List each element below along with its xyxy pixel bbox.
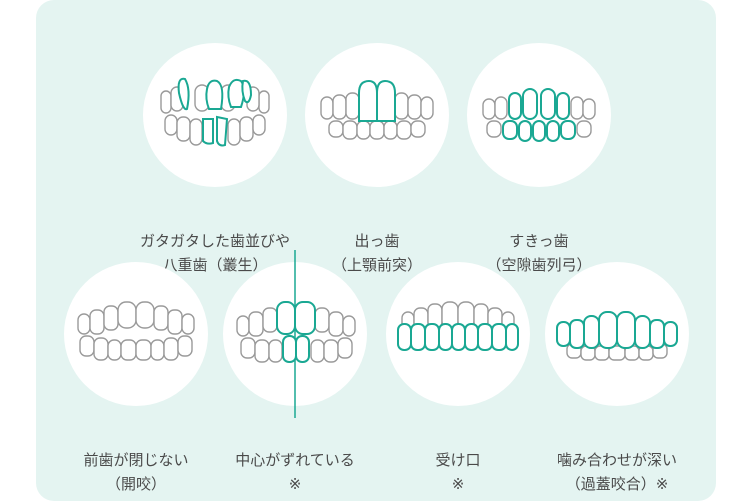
card-label: 噛み合わせが深い （過蓋咬合）※ xyxy=(557,448,677,496)
card-label: すきっ歯 （空隙歯列弓） xyxy=(486,229,591,277)
card-label: 受け口 ※ xyxy=(435,448,480,496)
label-line2: 八重歯（叢生） xyxy=(162,256,268,274)
label-line2: （空隙歯列弓） xyxy=(486,256,592,274)
card-open-bite: 前歯が閉じない （開咬） xyxy=(63,262,209,496)
label-line1: 受け口 xyxy=(435,451,481,469)
crowded-teeth-icon xyxy=(160,77,270,147)
deep-bite-icon xyxy=(556,311,678,361)
midline-shift-icon xyxy=(236,250,356,418)
label-line1: すきっ歯 xyxy=(509,232,569,250)
card-label: ガタガタした歯並びや 八重歯（叢生） xyxy=(140,229,290,277)
card-spacing: すきっ歯 （空隙歯列弓） xyxy=(466,43,612,277)
label-line1: 噛み合わせが深い xyxy=(556,451,677,469)
gap-teeth-icon xyxy=(482,88,596,142)
open-bite-icon xyxy=(77,301,195,361)
card-label: 出っ歯 （上顎前突） xyxy=(332,229,422,277)
illustration-circle xyxy=(143,43,287,187)
underbite-icon xyxy=(397,301,519,351)
card-deep-bite: 噛み合わせが深い （過蓋咬合）※ xyxy=(544,262,690,496)
label-line1: 出っ歯 xyxy=(354,232,400,250)
label-line1: 前歯が閉じない xyxy=(83,451,189,469)
card-label: 前歯が閉じない （開咬） xyxy=(83,448,188,496)
label-line2: （過蓋咬合）※ xyxy=(565,475,669,493)
card-crowding: ガタガタした歯並びや 八重歯（叢生） xyxy=(140,43,290,277)
illustration-circle xyxy=(386,262,530,406)
illustration-circle xyxy=(64,262,208,406)
illustration-circle xyxy=(545,262,689,406)
illustration-circle xyxy=(223,250,367,418)
card-label: 中心がずれている ※ xyxy=(235,448,355,496)
illustration-circle xyxy=(305,43,449,187)
label-line2: ※ xyxy=(288,475,302,493)
label-line1: ガタガタした歯並びや xyxy=(140,232,291,250)
label-line2: （開咬） xyxy=(105,475,166,493)
illustration-circle xyxy=(467,43,611,187)
card-protrusion: 出っ歯 （上顎前突） xyxy=(304,43,450,277)
card-midline: 中心がずれている ※ xyxy=(222,250,368,496)
card-underbite: 受け口 ※ xyxy=(385,262,531,496)
label-line2: （上顎前突） xyxy=(331,256,422,274)
protruding-teeth-icon xyxy=(320,79,434,140)
label-line2: ※ xyxy=(451,475,465,493)
label-line1: 中心がずれている xyxy=(235,451,355,469)
